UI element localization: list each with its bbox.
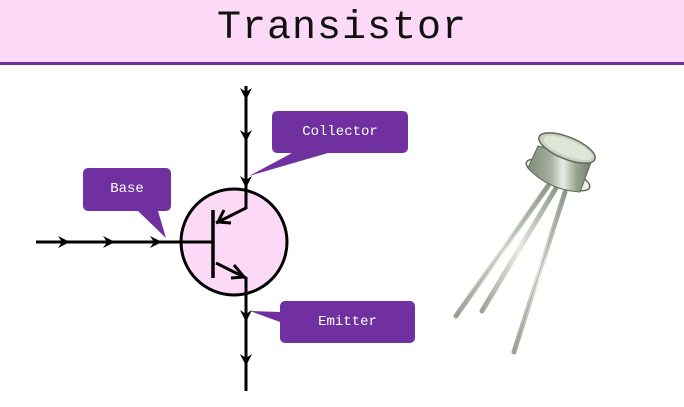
collector-wire	[240, 86, 252, 188]
transistor-illustration-icon	[453, 132, 596, 355]
emitter-callout	[250, 301, 415, 343]
emitter-wire	[240, 296, 252, 391]
base-wire	[36, 236, 182, 248]
base-callout	[83, 168, 171, 238]
page-title: Transistor	[216, 6, 468, 51]
collector-callout	[249, 111, 408, 176]
emitter-label: Emitter	[318, 314, 377, 330]
title-banner: Transistor	[0, 0, 684, 65]
collector-label: Collector	[302, 124, 378, 140]
base-label: Base	[110, 181, 144, 197]
transistor-symbol	[179, 187, 289, 297]
